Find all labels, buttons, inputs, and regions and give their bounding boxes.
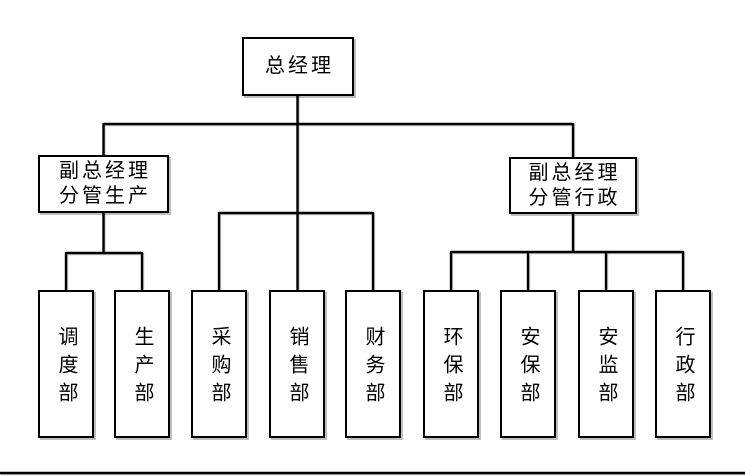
node-dept-finance: 财务部 — [345, 290, 401, 438]
node-dept-production: 生产部 — [114, 290, 170, 438]
node-label: 环保部 — [440, 326, 462, 410]
node-dept-sales: 销售部 — [269, 290, 325, 438]
node-label: 采购部 — [208, 326, 230, 410]
node-label-line2: 分管生产 — [59, 185, 151, 207]
node-vp-production: 副总经理 分管生产 — [38, 155, 169, 213]
node-label: 安保部 — [517, 326, 539, 410]
node-label-line1: 副总经理 — [528, 161, 621, 184]
node-label-line1: 副总经理 — [59, 160, 151, 182]
node-vp-admin: 副总经理 分管行政 — [509, 157, 637, 214]
node-label: 财务部 — [362, 326, 384, 410]
node-label: 销售部 — [286, 326, 308, 410]
node-dept-administration: 行政部 — [655, 290, 711, 438]
node-label: 行政部 — [672, 326, 694, 410]
node-dept-environment: 环保部 — [423, 290, 479, 438]
node-label: 总经理 — [265, 55, 334, 77]
node-label: 安监部 — [595, 326, 617, 410]
node-label-line2: 分管行政 — [528, 186, 621, 209]
node-dept-security: 安保部 — [500, 290, 556, 438]
node-dept-dispatch: 调度部 — [38, 290, 94, 438]
node-dept-safety-supervision: 安监部 — [578, 290, 634, 438]
node-label: 调度部 — [55, 326, 77, 410]
node-general-manager: 总经理 — [242, 37, 354, 96]
node-dept-procurement: 采购部 — [191, 290, 247, 438]
node-label: 生产部 — [131, 326, 153, 410]
